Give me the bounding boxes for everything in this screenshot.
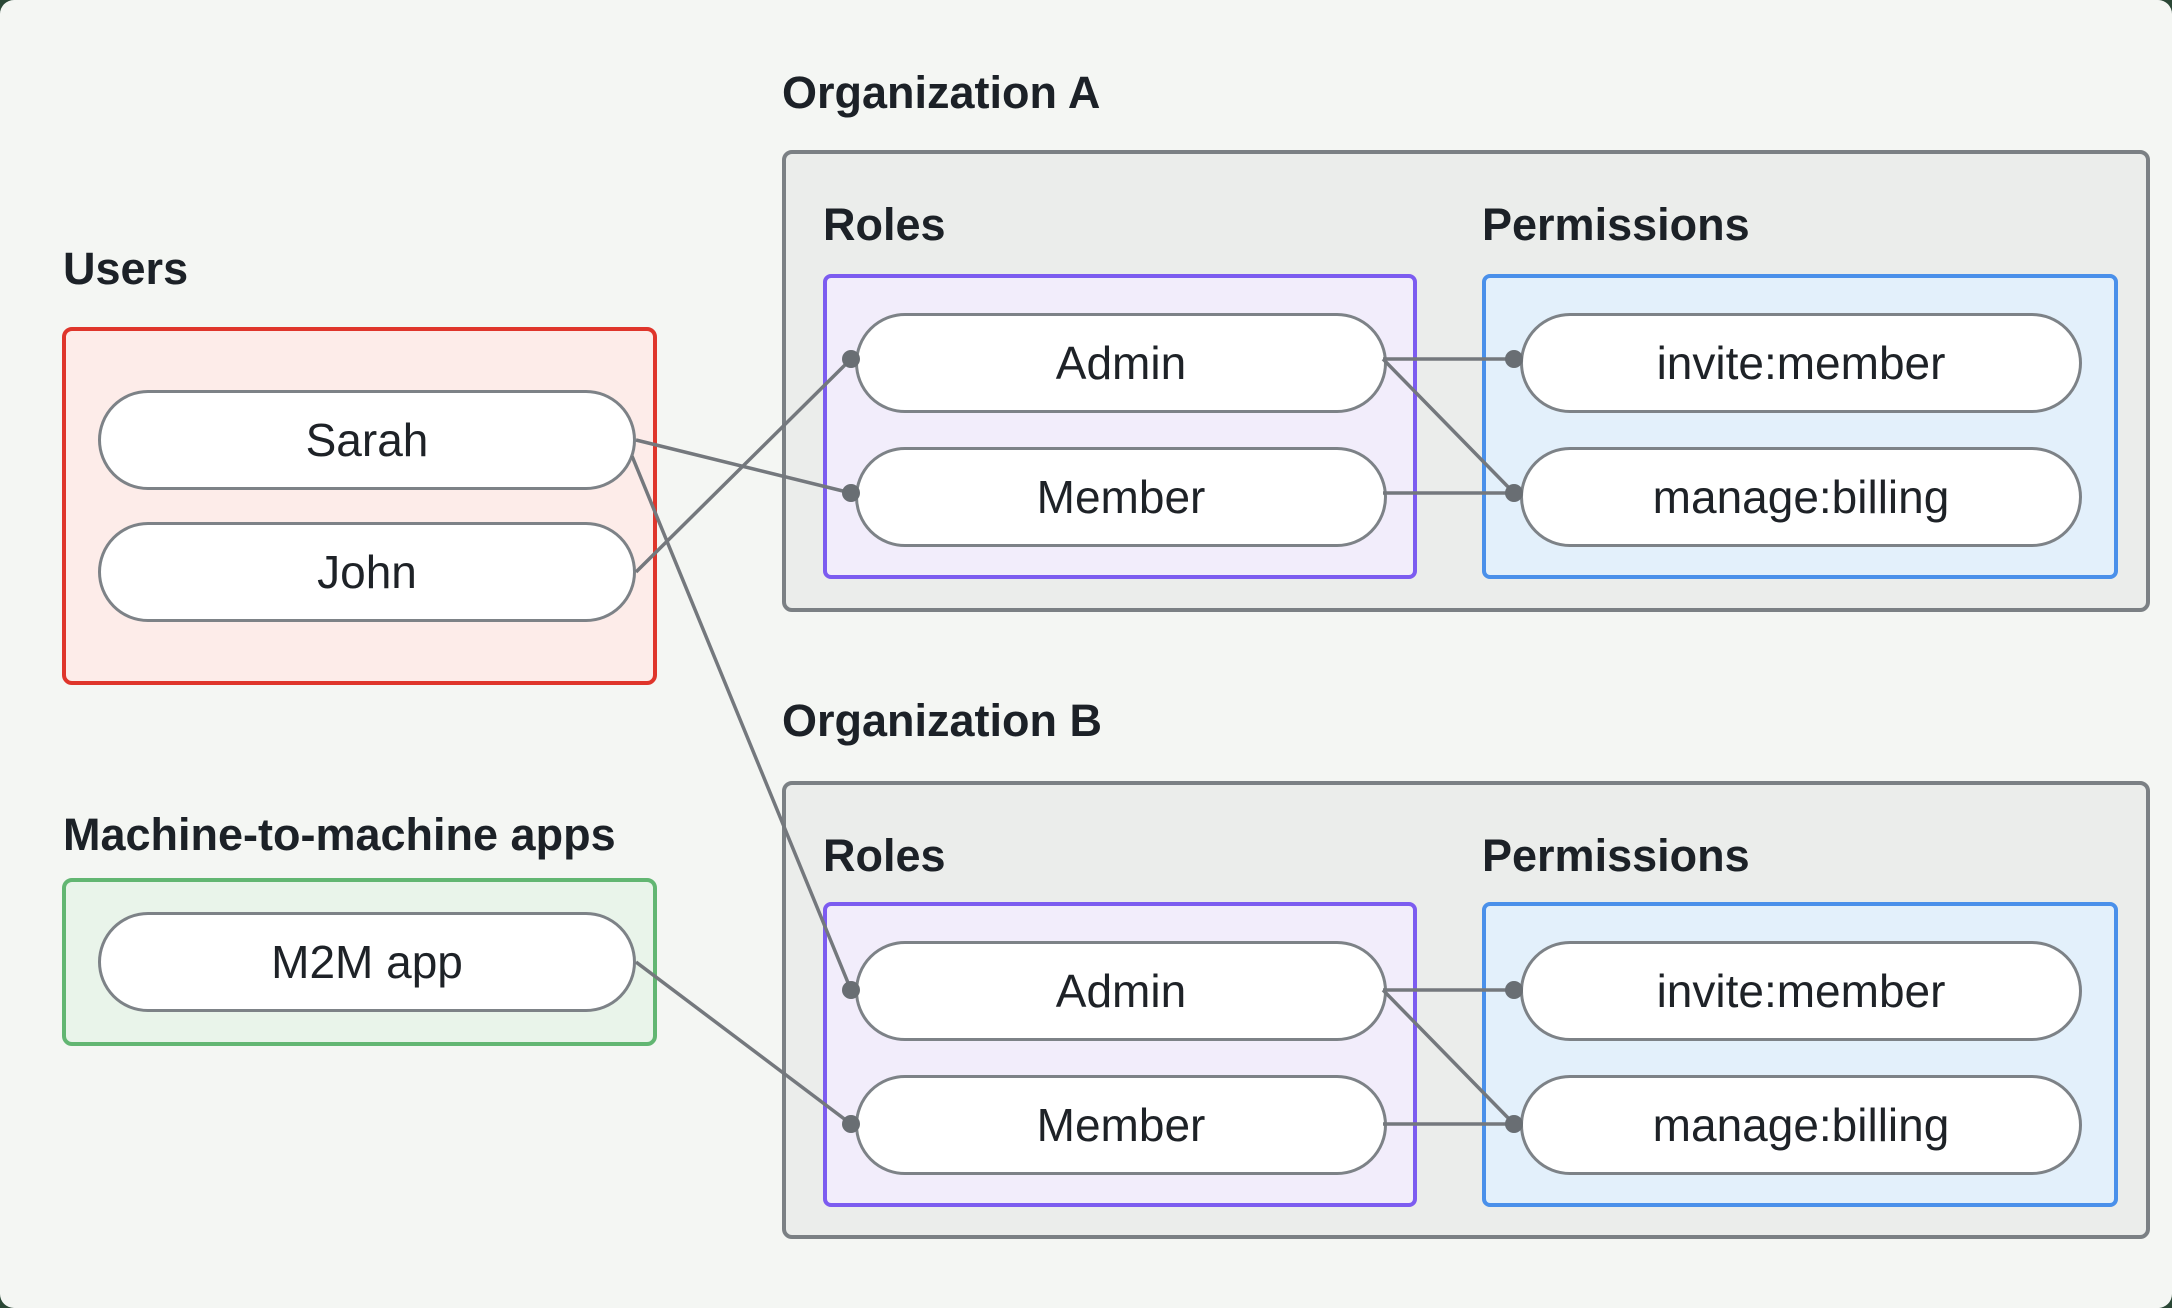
users-group-box [62, 327, 657, 685]
org-b-roles-title: Roles [823, 830, 946, 881]
org-a-role-member: Member [855, 447, 1387, 547]
org-b-permission-invite-member: invite:member [1520, 941, 2082, 1041]
org-a-box: Roles Admin Member Permissions invite:me… [782, 150, 2150, 612]
user-node-sarah: Sarah [98, 390, 636, 490]
users-section-title: Users [63, 243, 189, 294]
org-a-permissions-title: Permissions [1482, 199, 1750, 250]
org-b-title: Organization B [782, 695, 1103, 746]
org-b-permissions-title: Permissions [1482, 830, 1750, 881]
org-b-box: Roles Admin Member Permissions invite:me… [782, 781, 2150, 1239]
m2m-app-node: M2M app [98, 912, 636, 1012]
m2m-section-title: Machine-to-machine apps [63, 809, 616, 860]
user-node-john: John [98, 522, 636, 622]
org-b-permission-manage-billing: manage:billing [1520, 1075, 2082, 1175]
org-a-roles-title: Roles [823, 199, 946, 250]
org-a-title: Organization A [782, 67, 1101, 118]
org-a-role-admin: Admin [855, 313, 1387, 413]
org-a-permission-manage-billing: manage:billing [1520, 447, 2082, 547]
org-a-permission-invite-member: invite:member [1520, 313, 2082, 413]
org-b-role-admin: Admin [855, 941, 1387, 1041]
org-b-role-member: Member [855, 1075, 1387, 1175]
